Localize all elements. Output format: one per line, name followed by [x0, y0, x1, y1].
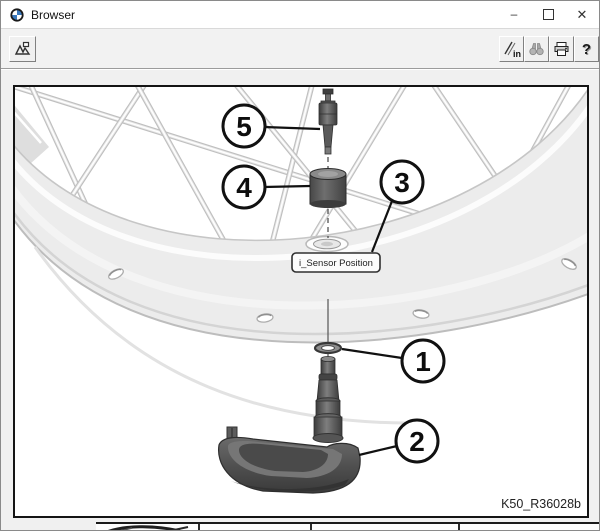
- next-figure-partial: [1, 522, 599, 530]
- hotspot-select-button[interactable]: [9, 36, 36, 62]
- bmw-roundel-icon: [10, 8, 24, 22]
- measure-unit-label: in: [513, 49, 521, 59]
- diagram-canvas: i_Sensor Position 1 2 3: [13, 85, 589, 518]
- svg-text:5: 5: [236, 111, 252, 142]
- search-button[interactable]: [524, 36, 549, 62]
- svg-text:1: 1: [415, 346, 431, 377]
- window-title: Browser: [31, 8, 76, 22]
- measure-button[interactable]: in: [499, 36, 524, 62]
- maximize-button[interactable]: [531, 1, 565, 28]
- next-figure-divider: [458, 524, 460, 530]
- next-figure-divider: [198, 524, 200, 530]
- svg-text:3: 3: [394, 167, 410, 198]
- print-button[interactable]: [549, 36, 574, 62]
- next-figure-thumbnail-art: [108, 525, 189, 530]
- measure-ruler-icon: [504, 41, 516, 56]
- hotspot-select-icon: [14, 41, 31, 55]
- valve-nut-part: [309, 168, 347, 208]
- figure-id: K50_R36028b: [501, 497, 581, 511]
- minimize-button[interactable]: –: [510, 7, 518, 21]
- wheel-rim-art: [15, 89, 587, 425]
- toolbar-divider: [1, 68, 599, 70]
- sensor-position-label: i_Sensor Position: [299, 258, 373, 269]
- callout-1[interactable]: 1: [341, 338, 446, 384]
- svg-text:4: 4: [236, 172, 252, 203]
- valve-hole-art: [305, 235, 349, 253]
- titlebar: Browser – ✕: [1, 1, 599, 29]
- callout-5[interactable]: 5: [221, 103, 321, 149]
- svg-text:2: 2: [409, 426, 425, 457]
- close-button[interactable]: ✕: [576, 7, 588, 22]
- question-mark-icon: ?: [581, 40, 592, 58]
- washer-part: [313, 341, 343, 355]
- help-button[interactable]: ?: [574, 36, 599, 62]
- printer-icon: [554, 42, 569, 56]
- sensor-position-hotspot[interactable]: i_Sensor Position: [291, 252, 381, 273]
- next-figure-sheet: [96, 522, 599, 530]
- valve-stem-part: [312, 355, 344, 443]
- sensor-housing-part: [218, 426, 361, 494]
- valve-core-part: [318, 88, 338, 155]
- toolbar: in ?: [1, 29, 599, 68]
- callout-3[interactable]: 3: [370, 159, 425, 253]
- maximize-icon: [542, 9, 554, 21]
- next-figure-divider: [310, 524, 312, 530]
- binoculars-icon: [529, 43, 544, 56]
- callout-2[interactable]: 2: [358, 418, 440, 464]
- callout-4[interactable]: 4: [221, 164, 311, 210]
